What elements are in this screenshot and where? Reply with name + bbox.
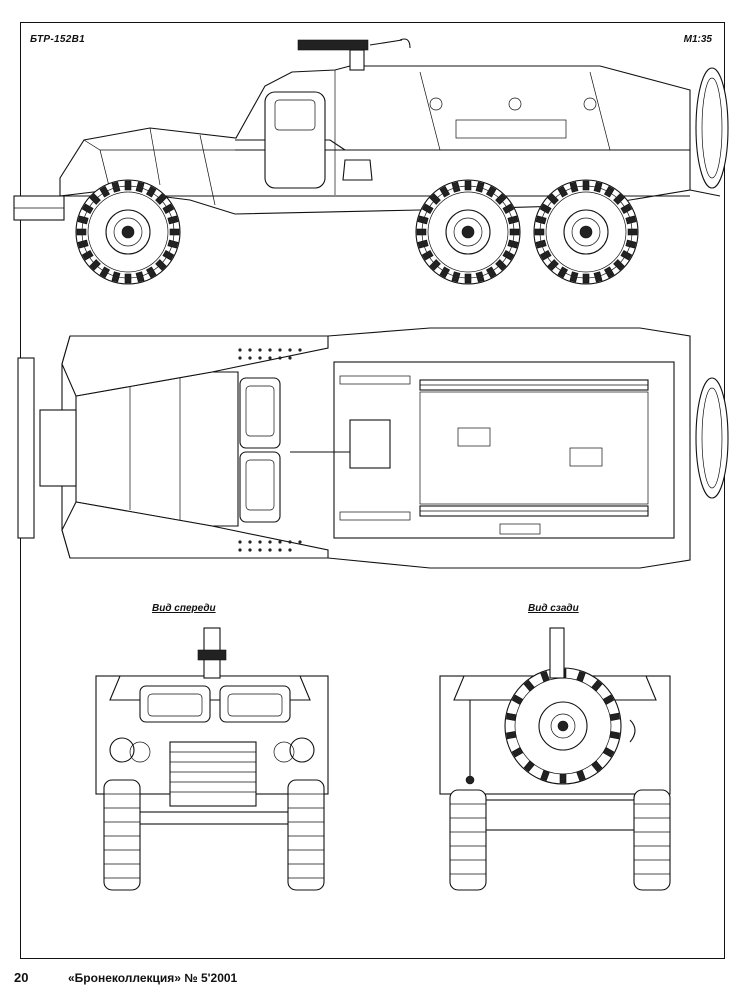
page-number: 20 <box>14 970 29 985</box>
side-hull <box>13 38 729 221</box>
side-wheel-front <box>75 179 181 285</box>
scale-label: М1:35 <box>683 34 712 45</box>
top-view-drawing <box>17 327 729 569</box>
side-wheel-middle <box>415 179 521 285</box>
page-footer: 20 «Бронеколлекция» № 5'2001 <box>0 970 746 990</box>
model-label: БТР-152В1 <box>30 34 85 45</box>
side-wheel-rear <box>533 179 639 285</box>
front-view-title: Вид спереди <box>152 603 216 614</box>
journal-title: «Бронеколлекция» № 5'2001 <box>68 971 238 985</box>
rear-view-drawing <box>439 627 671 891</box>
front-view-drawing <box>95 627 329 891</box>
rear-view-title: Вид сзади <box>528 603 579 614</box>
